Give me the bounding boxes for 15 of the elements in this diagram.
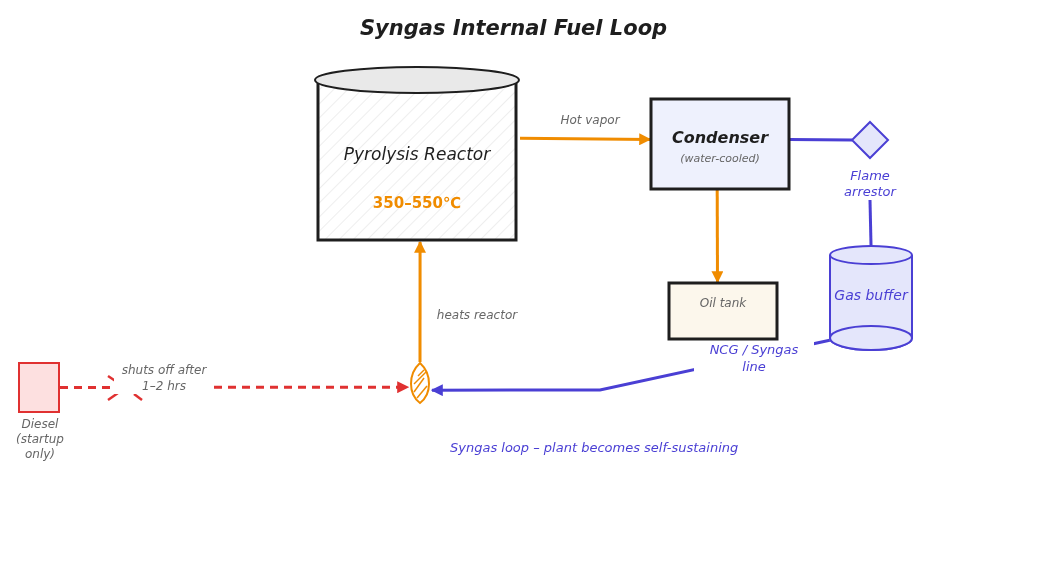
- pipe-line: [790, 137, 853, 142]
- diesel-label: Diesel (startup only): [15, 417, 65, 462]
- arrow: [711, 190, 724, 284]
- diagram-title: Syngas Internal Fuel Loop: [360, 16, 668, 40]
- gas-buffer-label: Gas buffer: [834, 287, 908, 305]
- condenser-note: (water-cooled): [680, 152, 760, 166]
- flame-arrestor-label: Flame arrestor: [843, 168, 898, 201]
- condenser-label: Condenser: [671, 128, 769, 148]
- pipe-line: [868, 199, 873, 246]
- loop-note: Syngas loop – plant becomes self-sustaining: [450, 440, 739, 455]
- oil-tank-label: Oil tank: [699, 296, 747, 311]
- arrow: [520, 133, 652, 146]
- temperature-label: 350–550℃: [372, 194, 462, 213]
- reactor-label: Pyrolysis Reactor: [343, 144, 491, 166]
- arrow: [414, 240, 427, 362]
